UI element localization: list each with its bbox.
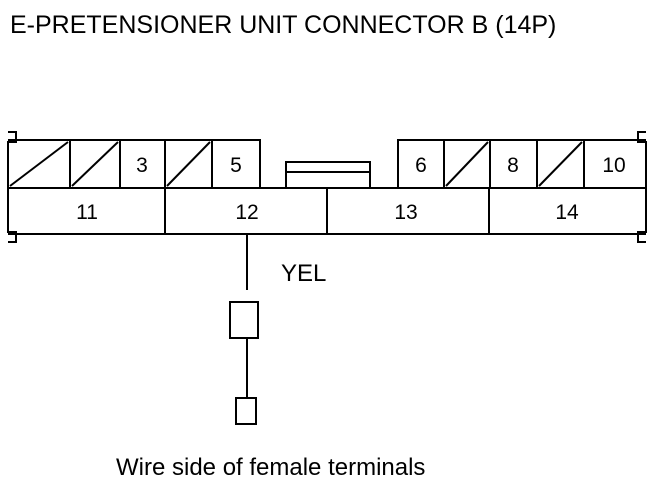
pin-label: 14 <box>555 201 579 224</box>
pin-label: 3 <box>136 154 148 177</box>
empty-cavity-marker <box>71 141 119 187</box>
pin-label: 6 <box>415 154 427 177</box>
pin-label: 11 <box>76 201 98 224</box>
pin-label: 12 <box>235 201 258 224</box>
pin-label: 10 <box>602 154 625 177</box>
pin-label: 8 <box>507 154 519 177</box>
pin-label: 13 <box>394 201 417 224</box>
empty-cavity-marker <box>445 141 489 187</box>
wire-probe-upper <box>229 301 259 339</box>
wire-color-label: YEL <box>281 260 326 287</box>
pin-label: 5 <box>230 154 242 177</box>
empty-cavity-marker <box>166 141 211 187</box>
empty-cavity-marker <box>9 141 69 187</box>
bottom-cavities: 11 12 13 14 <box>76 188 579 234</box>
wire-probe-lower <box>235 397 257 425</box>
top-right-cavities: 6 8 10 <box>415 140 626 188</box>
test-wire: YEL <box>229 234 326 425</box>
empty-cavity-marker <box>538 141 583 187</box>
diagram-title: E-PRETENSIONER UNIT CONNECTOR B (14P) <box>10 11 556 39</box>
top-left-cavities: 3 5 <box>9 140 242 188</box>
diagram-caption: Wire side of female terminals <box>116 454 425 481</box>
